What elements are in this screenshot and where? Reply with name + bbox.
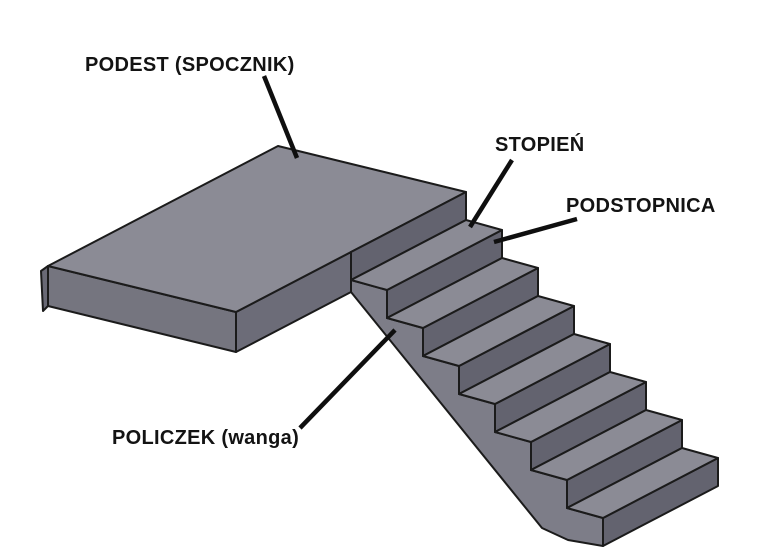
tread-face-2 <box>386 257 539 329</box>
tread-face-4 <box>458 333 611 405</box>
policzek-leader-line <box>298 328 397 430</box>
podstopnica-leader-line <box>493 216 578 245</box>
tread-face-7 <box>566 447 719 519</box>
tread-face-3 <box>422 295 575 367</box>
podest-leader-line <box>261 75 300 159</box>
tread-face-1 <box>350 219 503 291</box>
stopien-leader-line <box>468 158 514 229</box>
policzek-label: POLICZEK (wanga) <box>112 427 299 449</box>
podest-label: PODEST (SPOCZNIK) <box>85 54 295 76</box>
podstopnica-label: PODSTOPNICA <box>566 195 716 217</box>
staircase-illustration <box>40 145 719 547</box>
stopien-label: STOPIEŃ <box>495 133 585 156</box>
tread-face-5 <box>494 371 647 443</box>
tread-face-6 <box>530 409 683 481</box>
labels: PODEST (SPOCZNIK) STOPIEŃ PODSTOPNICA PO… <box>85 54 716 449</box>
leader-lines <box>261 75 578 430</box>
landing-left-end-face <box>40 265 49 312</box>
